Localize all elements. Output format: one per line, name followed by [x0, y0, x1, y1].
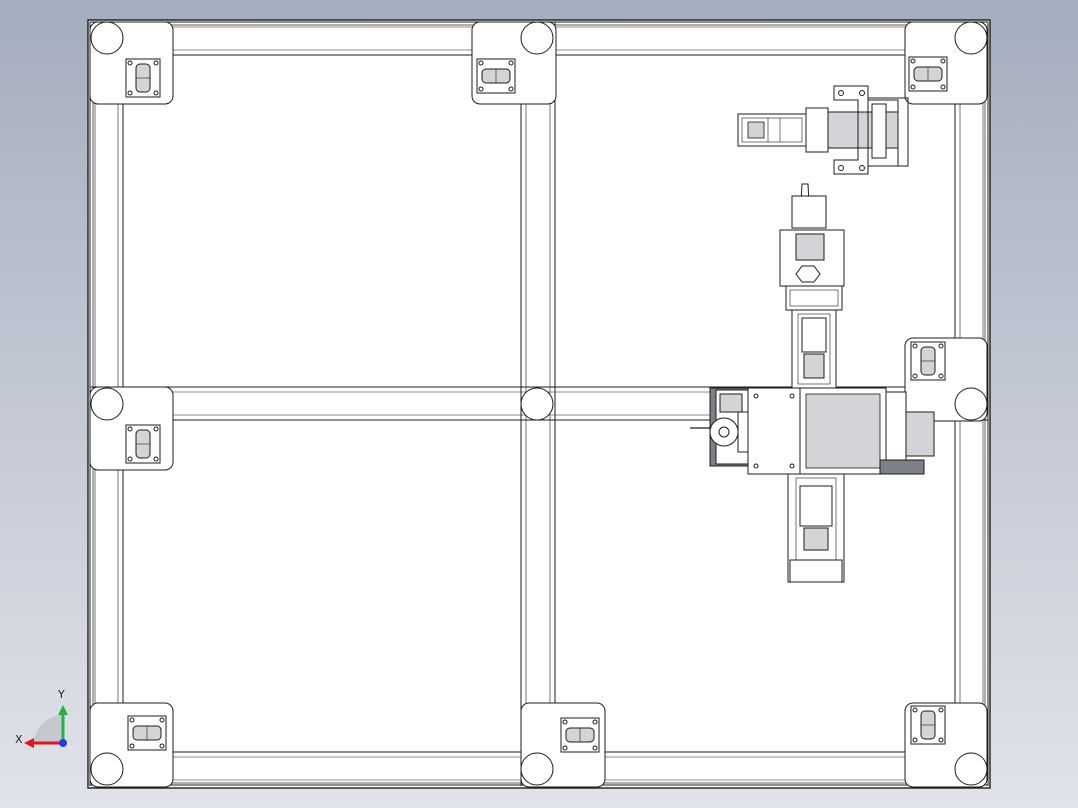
caster-bolt-hole [153, 456, 159, 462]
module-end-block [803, 353, 825, 379]
caster-wheel-icon [908, 56, 948, 92]
caster-wheel-icon [910, 705, 946, 745]
caster-bolt-hole [159, 743, 165, 749]
caster-bolt-hole [478, 86, 484, 92]
caster-bolt-hole [938, 343, 944, 349]
joint-bolt-head [520, 387, 554, 421]
gripper-block [791, 195, 827, 229]
frame-panel [122, 54, 522, 388]
caster-wheels [125, 56, 948, 753]
caster-bolt-hole [127, 426, 133, 432]
linear-module-lower [787, 473, 845, 583]
caster-bolt-hole [940, 58, 946, 64]
module-slider [801, 317, 827, 353]
caster-bolt-hole [912, 737, 918, 743]
axis-y-label: Y [58, 688, 65, 701]
caster-wheel-icon [125, 424, 161, 464]
caster-bolt-hole [592, 719, 598, 725]
bracket-bolt [859, 165, 865, 171]
bracket-bolt [859, 90, 865, 96]
y-axis-head [58, 705, 68, 715]
servo-motor-icon [737, 85, 909, 175]
caster-wheel-icon [910, 341, 946, 381]
gearbox-icon [747, 387, 935, 475]
caster-bolt-hole [159, 717, 165, 723]
caster-bolt-hole [912, 707, 918, 713]
caster-wheel-icon [125, 58, 161, 98]
caster-bolt-hole [129, 717, 135, 723]
servo-flange [805, 107, 829, 153]
joint-bolt-head [954, 387, 988, 421]
x-axis-head [24, 738, 34, 748]
main-motor-face [805, 393, 881, 469]
hex-nut [795, 265, 821, 283]
left-sensor [719, 393, 743, 413]
gearbox-bolt [753, 463, 759, 469]
bracket-bolt [838, 90, 844, 96]
caster-bolt-hole [153, 90, 159, 96]
motor-foot [879, 459, 925, 475]
bracket-plate [867, 97, 909, 167]
gearbox-plate [747, 387, 801, 475]
gripper-cylinder [795, 233, 825, 261]
frame-panel [554, 54, 956, 388]
joint-bolt-head [520, 21, 554, 55]
module-lower-cap [789, 559, 843, 583]
caster-bolt-hole [562, 719, 568, 725]
encoder [905, 411, 935, 457]
caster-bolt-hole [938, 737, 944, 743]
caster-bolt-hole [129, 743, 135, 749]
caster-bolt-hole [912, 373, 918, 379]
joint-bolt-head [954, 752, 988, 786]
caster-bolt-hole [562, 745, 568, 751]
caster-bolt-hole [910, 58, 916, 64]
caster-bolt-hole [912, 343, 918, 349]
coordinate-triad[interactable] [24, 705, 68, 748]
caster-bolt-hole [508, 60, 514, 66]
caster-bolt-hole [938, 707, 944, 713]
caster-wheel-icon [560, 717, 600, 753]
gear-pulley [871, 103, 887, 159]
caster-bolt-hole [592, 745, 598, 751]
caster-bolt-hole [938, 373, 944, 379]
caster-bolt-hole [153, 426, 159, 432]
pulley-cap [885, 111, 899, 149]
axis-x-label: X [15, 733, 23, 746]
module-lower-block [803, 527, 829, 551]
gripper-assembly [779, 183, 845, 311]
motor-coupler [827, 111, 873, 149]
caster-bolt-hole [127, 90, 133, 96]
joint-bolt-head [90, 21, 124, 55]
joint-bolt-head [90, 387, 124, 421]
left-pulley-hub [718, 426, 730, 438]
caster-bolt-hole [127, 456, 133, 462]
joint-bolt-head [90, 752, 124, 786]
frame-panel [554, 419, 956, 753]
bracket-bolt [838, 165, 844, 171]
frame-panel [122, 419, 522, 753]
joint-bolt-head [954, 21, 988, 55]
caster-wheel-icon [476, 58, 516, 94]
triad-plane [33, 714, 63, 743]
z-axis-dot [59, 739, 67, 747]
gearbox-bolt [789, 463, 795, 469]
joint-bolt-head [520, 752, 554, 786]
gearbox-bolt [753, 393, 759, 399]
caster-bolt-hole [127, 60, 133, 66]
caster-wheel-icon [127, 715, 167, 751]
caster-bolt-hole [478, 60, 484, 66]
linear-module-upper [791, 309, 837, 391]
axis-mechanism [690, 85, 935, 583]
module-lower-slider [799, 485, 833, 527]
caster-bolt-hole [910, 84, 916, 90]
carriage-top-inner [789, 289, 839, 307]
servo-connector [747, 121, 765, 139]
caster-bolt-hole [153, 60, 159, 66]
gearbox-bolt [789, 393, 795, 399]
caster-bolt-hole [940, 84, 946, 90]
caster-bolt-hole [508, 86, 514, 92]
